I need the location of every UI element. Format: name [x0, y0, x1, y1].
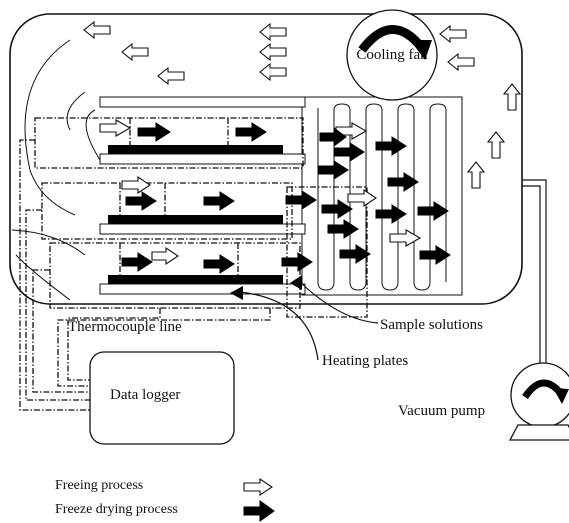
- sample-solution-1: [108, 145, 283, 154]
- thermocouple-lines: [19, 139, 271, 411]
- airflow-curve-2: [66, 91, 86, 131]
- sample-solutions-leader: [299, 281, 379, 324]
- vacuum-line-inner: [522, 185, 541, 378]
- condenser-coil: [317, 103, 447, 291]
- heating-plates-label: Heating plates: [322, 353, 409, 369]
- airflow-curve-1: [24, 39, 76, 216]
- hollow-arrows: [83, 20, 522, 497]
- cooling-fan-circle: [346, 9, 438, 101]
- heating-plate-2: [99, 223, 306, 235]
- thermocouple-line-label: Thermocouple line: [68, 319, 182, 335]
- sample-solution-2: [108, 215, 283, 224]
- filled-arrows: [121, 122, 451, 522]
- sample-solutions-leader-head: [290, 275, 302, 290]
- legend-freezing-label: Freeing process: [55, 478, 144, 493]
- legend-freeze-drying-label: Freeze drying process: [55, 502, 178, 517]
- airflow-curve-4: [15, 254, 71, 301]
- vacuum-line: [522, 179, 547, 378]
- heating-plates-leader: [239, 291, 319, 361]
- vacuum-pump-label: Vacuum pump: [398, 403, 486, 419]
- sample-solutions-label: Sample solutions: [380, 317, 483, 333]
- data-logger-box: [89, 351, 235, 445]
- airflow-curve-5: [85, 109, 101, 161]
- data-logger-label: Data logger: [110, 387, 181, 403]
- sample-solution-3: [108, 275, 283, 284]
- heating-plate-1: [99, 153, 306, 165]
- vacuum-pump-rotation-arrowhead: [553, 388, 569, 404]
- heating-plates-leader-head: [230, 286, 243, 300]
- cooling-fan-rotation-arrowhead: [410, 40, 432, 60]
- chamber-outline: [9, 13, 523, 305]
- vacuum-pump-base: [508, 424, 569, 441]
- cooling-fan-label: Cooling fan: [356, 47, 428, 63]
- heating-plate-3: [99, 283, 306, 295]
- top-shelf: [99, 96, 306, 108]
- thermocouple-boxes: [34, 117, 368, 318]
